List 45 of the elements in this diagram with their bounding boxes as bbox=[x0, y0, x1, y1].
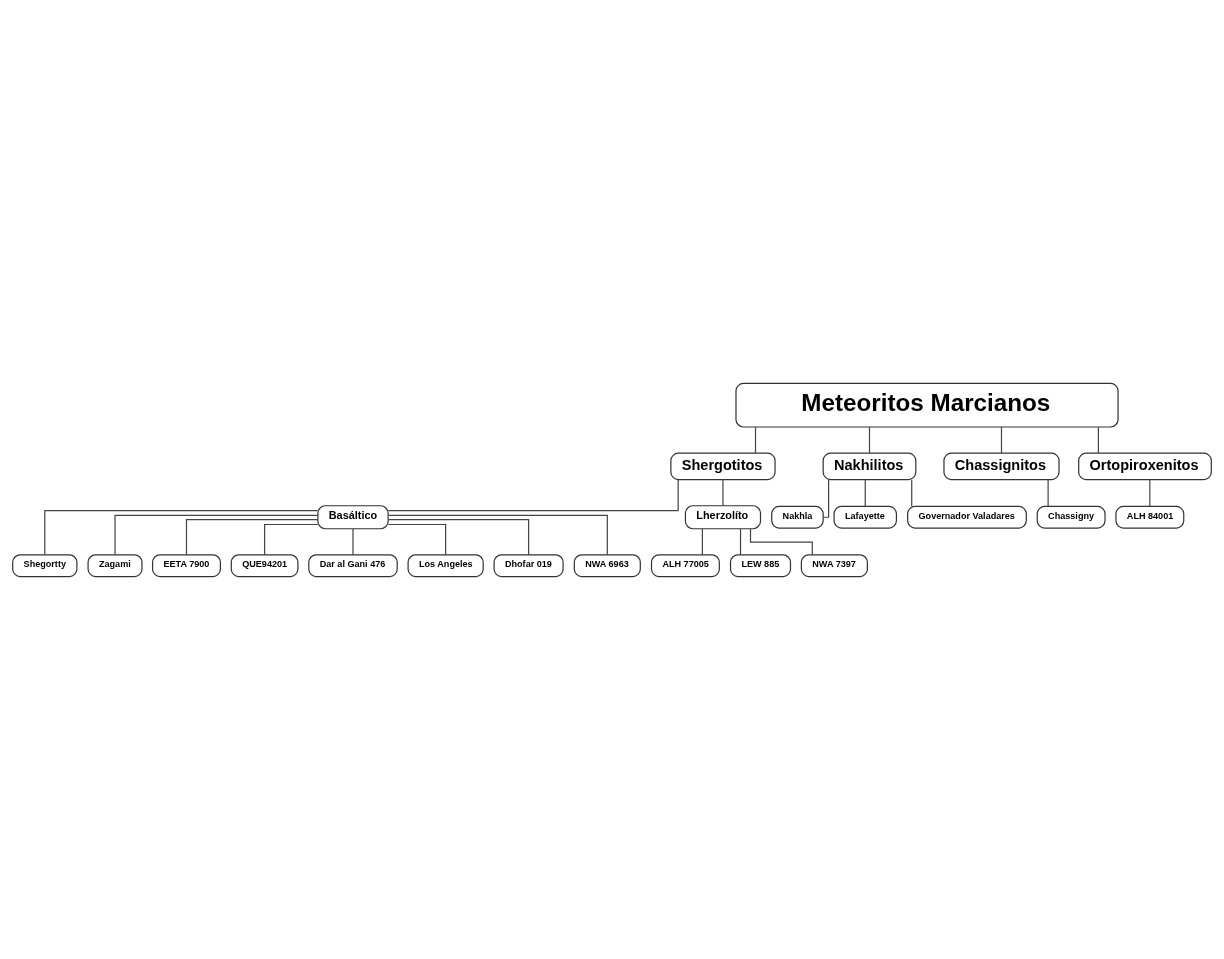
connector bbox=[264, 523, 319, 555]
node-box: Shergotitos bbox=[670, 451, 776, 480]
node-box: Lherzolíto bbox=[684, 504, 762, 529]
node-box: Ortopiroxenitos bbox=[1078, 451, 1212, 480]
node-box: Meteoritos Marcianos bbox=[735, 382, 1119, 428]
node-box: Dhofar 019 bbox=[493, 553, 564, 577]
connector bbox=[1047, 478, 1049, 507]
connector bbox=[754, 426, 757, 454]
node-box: Chassigny bbox=[1036, 505, 1106, 529]
connector bbox=[387, 518, 530, 555]
connector bbox=[114, 514, 319, 555]
connector bbox=[1097, 426, 1099, 454]
connector bbox=[911, 478, 913, 507]
node-box: NWA 7397 bbox=[800, 553, 868, 577]
connector bbox=[739, 527, 742, 555]
connector bbox=[864, 478, 866, 507]
connector bbox=[749, 527, 813, 555]
node-box: Lafayette bbox=[833, 505, 898, 529]
connector bbox=[1000, 426, 1003, 454]
node-box: Dar al Gani 476 bbox=[308, 553, 398, 577]
node-box: Basáltico bbox=[317, 504, 389, 529]
node-box: QUE94201 bbox=[230, 553, 299, 577]
node-box: Zagami bbox=[87, 553, 143, 577]
connector bbox=[352, 527, 354, 555]
node-box: ALH 84001 bbox=[1115, 505, 1185, 529]
node-box: NWA 6963 bbox=[573, 553, 641, 577]
node-box: Chassignitos bbox=[943, 451, 1060, 480]
node-box: EETA 7900 bbox=[151, 553, 221, 577]
connector bbox=[1149, 478, 1151, 507]
node-box: LEW 885 bbox=[729, 553, 792, 577]
connector bbox=[701, 527, 703, 555]
node-box: Shegortty bbox=[12, 553, 78, 577]
node-box: ALH 77005 bbox=[650, 553, 720, 577]
connector bbox=[44, 509, 319, 555]
connector bbox=[387, 523, 447, 555]
node-box: Los Angeles bbox=[407, 553, 484, 577]
connector bbox=[387, 514, 608, 555]
node-box: Nakhla bbox=[771, 505, 824, 529]
node-box: Nakhilitos bbox=[822, 451, 917, 480]
connector bbox=[722, 478, 724, 506]
connector bbox=[868, 426, 871, 454]
connector bbox=[185, 518, 319, 555]
connector bbox=[822, 478, 830, 518]
node-box: Governador Valadares bbox=[907, 505, 1027, 529]
connector bbox=[387, 478, 679, 511]
